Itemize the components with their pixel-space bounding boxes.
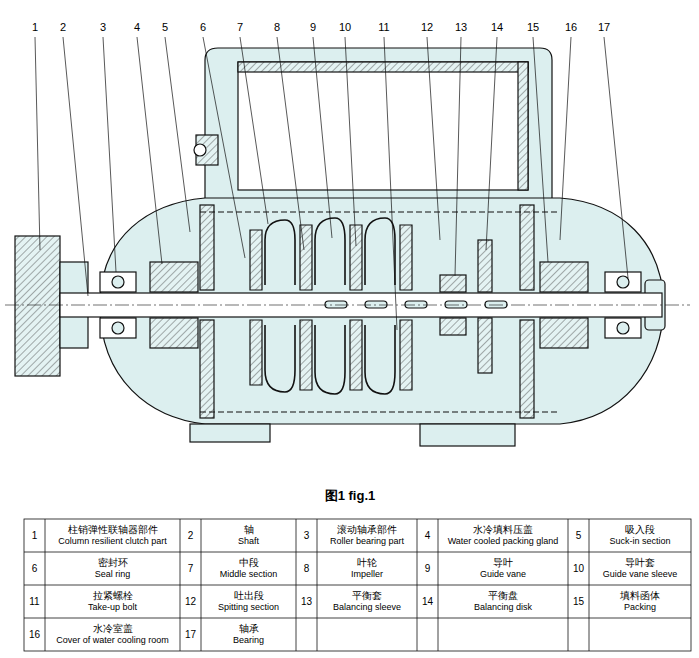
table-number: 10 bbox=[568, 563, 589, 574]
part-name-chinese: 轴 bbox=[203, 524, 294, 535]
part-name-chinese: 滚动轴承部件 bbox=[319, 524, 415, 535]
parts-table-grid bbox=[24, 519, 691, 651]
part-name-chinese: 密封环 bbox=[47, 557, 178, 568]
part-name-english: Shaft bbox=[203, 537, 294, 547]
part-name-english: Impeller bbox=[319, 570, 415, 580]
part-name-chinese: 叶轮 bbox=[319, 557, 415, 568]
callout-number: 3 bbox=[91, 21, 115, 33]
part-name-chinese: 吸入段 bbox=[591, 524, 689, 535]
callout-number: 14 bbox=[485, 21, 509, 33]
table-number: 8 bbox=[296, 563, 317, 574]
callout-number: 16 bbox=[559, 21, 583, 33]
callout-number: 10 bbox=[333, 21, 357, 33]
part-name-english: Balancing sleeve bbox=[319, 603, 415, 613]
part-name-chinese: 导叶 bbox=[440, 557, 566, 568]
leader-lines bbox=[35, 37, 628, 330]
callout-number: 11 bbox=[372, 21, 396, 33]
part-name-english: Middle section bbox=[203, 570, 294, 580]
part-name-chinese: 吐出段 bbox=[203, 590, 294, 601]
table-number: 13 bbox=[296, 596, 317, 607]
table-number: 16 bbox=[24, 629, 45, 640]
part-name-english: Balancing disk bbox=[440, 603, 566, 613]
part-name-english: Take-up bolt bbox=[47, 603, 178, 613]
part-name-english: Column resilient clutch part bbox=[47, 537, 178, 547]
callout-number: 1 bbox=[23, 21, 47, 33]
part-name-chinese: 柱销弹性联轴器部件 bbox=[47, 524, 178, 535]
part-name-english: Suck-in section bbox=[591, 537, 689, 547]
pump-section bbox=[5, 48, 690, 446]
part-name-chinese: 水冷填料压盖 bbox=[440, 524, 566, 535]
part-name-english: Packing bbox=[591, 603, 689, 613]
part-name-english: Guide vane sleeve bbox=[591, 570, 689, 580]
table-number: 2 bbox=[180, 530, 201, 541]
part-name-chinese: 轴承 bbox=[203, 623, 294, 634]
part-name-chinese: 中段 bbox=[203, 557, 294, 568]
table-number: 7 bbox=[180, 563, 201, 574]
part-name-english: Roller bearing part bbox=[319, 537, 415, 547]
part-name-english: Cover of water cooling room bbox=[47, 636, 178, 646]
table-number: 14 bbox=[417, 596, 438, 607]
part-name-chinese: 填料函体 bbox=[591, 590, 689, 601]
part-name-english: Spitting section bbox=[203, 603, 294, 613]
table-number: 17 bbox=[180, 629, 201, 640]
part-name-chinese: 拉紧螺栓 bbox=[47, 590, 178, 601]
callout-number: 9 bbox=[301, 21, 325, 33]
callout-number: 2 bbox=[51, 21, 75, 33]
part-name-english: Bearing bbox=[203, 636, 294, 646]
figure-caption: 图1 fig.1 bbox=[250, 489, 450, 503]
part-name-english: Seal ring bbox=[47, 570, 178, 580]
callout-number: 8 bbox=[265, 21, 289, 33]
callout-number: 12 bbox=[415, 21, 439, 33]
callout-number: 15 bbox=[521, 21, 545, 33]
part-name-english: Water cooled packing gland bbox=[440, 537, 566, 547]
callout-number: 13 bbox=[449, 21, 473, 33]
callout-number: 17 bbox=[592, 21, 616, 33]
table-number: 5 bbox=[568, 530, 589, 541]
callout-number: 5 bbox=[153, 21, 177, 33]
table-number: 4 bbox=[417, 530, 438, 541]
callout-number: 4 bbox=[125, 21, 149, 33]
part-name-chinese: 平衡盘 bbox=[440, 590, 566, 601]
part-name-chinese: 平衡套 bbox=[319, 590, 415, 601]
table-number: 3 bbox=[296, 530, 317, 541]
part-name-chinese: 导叶套 bbox=[591, 557, 689, 568]
table-number: 15 bbox=[568, 596, 589, 607]
callout-number: 7 bbox=[228, 21, 252, 33]
table-number: 9 bbox=[417, 563, 438, 574]
table-number: 11 bbox=[24, 596, 45, 607]
table-number: 1 bbox=[24, 530, 45, 541]
part-name-english: Guide vane bbox=[440, 570, 566, 580]
part-name-chinese: 水冷室盖 bbox=[47, 623, 178, 634]
table-number: 6 bbox=[24, 563, 45, 574]
table-number: 12 bbox=[180, 596, 201, 607]
callout-number: 6 bbox=[191, 21, 215, 33]
